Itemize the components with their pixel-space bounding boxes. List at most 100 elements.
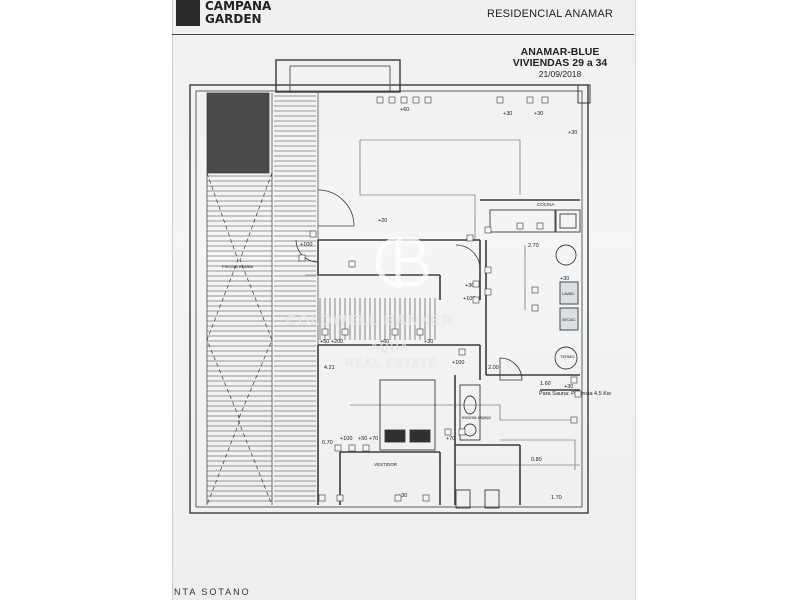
outlet-symbol (444, 428, 452, 436)
outlet-symbol (362, 444, 370, 452)
label-dim-421: 4.21 (324, 365, 335, 371)
watermark-logo-icon (375, 235, 429, 289)
outlet-symbol (472, 296, 480, 304)
outlet-symbol (570, 416, 578, 424)
outlet-symbol (541, 96, 549, 104)
outlet-symbols (298, 96, 582, 502)
outlet-symbol (376, 96, 384, 104)
outer-wall (189, 84, 589, 514)
right-notch (577, 84, 591, 104)
outlet-symbol (416, 328, 424, 336)
label-cuarto: PISCINA BOMBA (222, 264, 254, 269)
label-plus30-b: +30 (534, 111, 543, 117)
label-plus30-d: +30 (424, 339, 433, 345)
bed (379, 379, 436, 451)
outlet-symbol (321, 328, 329, 336)
brand-line-1: CAMPANA (205, 0, 272, 13)
outlet-symbol (496, 96, 504, 104)
label-plus60-top: +60 (400, 107, 409, 113)
outlet-symbol (458, 348, 466, 356)
dryer (559, 307, 579, 331)
label-secadora: SECAD. (562, 318, 576, 322)
title-block: ANAMAR-BLUE VIVIENDAS 29 a 34 21/09/2018 (490, 47, 630, 80)
label-plus200: +50 +200 (320, 339, 343, 345)
appliances (554, 244, 579, 370)
outlet-symbol (570, 376, 578, 384)
plan-name-footer: NTA SOTANO (174, 587, 251, 597)
dark-pit (206, 92, 270, 174)
watermark-line-2: AQUA (370, 340, 410, 354)
bath-fixtures (455, 384, 500, 509)
outlet-symbol (536, 222, 544, 230)
label-plus20: +20 (378, 218, 387, 224)
electrical-runs (305, 139, 580, 470)
outlet-symbol (466, 234, 474, 242)
outlet-symbol (298, 254, 306, 262)
label-plus100-c: +100 (452, 360, 464, 366)
label-plus30-right: +30 (568, 130, 577, 136)
outlet-symbol (318, 494, 326, 502)
label-dim-170: 1.70 (551, 495, 562, 501)
label-plus100-a: +100 (300, 242, 312, 248)
outlet-symbol (516, 222, 524, 230)
kitchen-counter (489, 209, 581, 233)
label-plus30-a: +30 (503, 111, 512, 117)
outlet-symbol (574, 390, 582, 398)
inner-wall (195, 90, 583, 508)
outlet-symbol (336, 494, 344, 502)
washer (559, 281, 579, 305)
label-plus30-f: +30 (564, 384, 573, 390)
light-well-inner (289, 65, 391, 93)
label-plus60-mid: +60 (380, 339, 389, 345)
sink-circle (555, 244, 577, 266)
outlet-symbol (341, 328, 349, 336)
title-date: 21/09/2018 (538, 69, 582, 79)
ramp-dashes-a (206, 172, 241, 506)
header-rule (172, 34, 634, 35)
label-plus30-g: +30 (398, 493, 407, 499)
ramp-dashes-b (237, 172, 273, 506)
watermark-line-1: COLDWELL BANKER (286, 312, 455, 329)
outlet-symbol (394, 494, 402, 502)
outlet-symbol (484, 226, 492, 234)
label-plus70: +50 +70 (358, 436, 378, 442)
stair-treads-right (274, 95, 316, 502)
label-plus100-d: +100 (340, 436, 352, 442)
outlet-symbol (348, 260, 356, 268)
label-plus100-b: +100 (463, 296, 475, 302)
label-dim-270: 2.70 (528, 243, 539, 249)
label-espejo: encima espejo (462, 415, 492, 420)
label-vestidor: VESTIDOR (374, 462, 398, 467)
termo-circle (554, 346, 578, 370)
title-line-1: ANAMAR-BLUE (520, 46, 600, 58)
outlet-symbol (458, 428, 466, 436)
stair-treads-left (207, 175, 272, 502)
title-line-2: VIVIENDAS 29 a 34 (512, 57, 608, 69)
outlet-symbol (424, 96, 432, 104)
brand-logo-mark (176, 0, 200, 26)
label-plus30-c: +30 (465, 283, 474, 289)
outlet-symbol (309, 230, 317, 238)
label-plus30-e: +30 (560, 276, 569, 282)
label-dim-200: 2.00 (488, 365, 499, 371)
outlet-symbol (531, 286, 539, 294)
label-lavadora: LAVAD. (562, 292, 575, 296)
outlet-symbol (484, 266, 492, 274)
outlet-symbol (531, 304, 539, 312)
outlet-symbol (348, 444, 356, 452)
outlet-symbol (412, 96, 420, 104)
ramp-area (206, 92, 319, 506)
label-cocina: COCINA (537, 202, 555, 207)
project-name: RESIDENCIAL ANAMAR (487, 8, 614, 20)
outlet-symbol (388, 96, 396, 104)
brand-logo-text: CAMPANA GARDEN (205, 0, 271, 26)
outlet-symbol (484, 288, 492, 296)
label-dim-080: 0.80 (531, 457, 542, 463)
outlet-symbol (472, 280, 480, 288)
label-plus70b: +70 (446, 436, 455, 442)
label-dim-070: 0.70 (322, 440, 333, 446)
outlet-symbol (391, 328, 399, 336)
light-well (275, 59, 401, 93)
outlet-symbol (400, 96, 408, 104)
label-dim-160: 1.60 (540, 381, 551, 387)
